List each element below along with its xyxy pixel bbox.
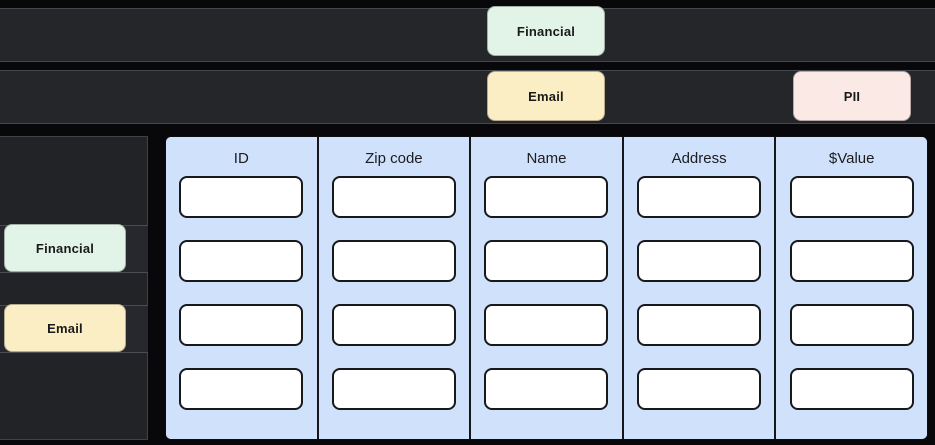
column-cells-name (471, 176, 622, 410)
table-cell[interactable] (789, 240, 914, 282)
table-cell[interactable] (637, 304, 762, 346)
column-header-id: ID (233, 150, 249, 167)
chip-pii-row2[interactable]: PII (793, 71, 911, 121)
sidebar-chip-financial[interactable]: Financial (4, 224, 126, 272)
table-column-id: ID (166, 137, 319, 439)
table-cell[interactable] (179, 304, 304, 346)
table-cell[interactable] (637, 240, 762, 282)
table-column-value: $Value (776, 137, 927, 439)
table-column-address: Address (623, 137, 777, 439)
top-row-2 (0, 70, 935, 124)
chip-financial-row1[interactable]: Financial (487, 6, 605, 56)
column-header-value: $Value (828, 150, 875, 167)
column-cells-id (166, 176, 317, 410)
table-cell[interactable] (789, 304, 914, 346)
column-header-address: Address (671, 150, 727, 167)
table-cell[interactable] (331, 176, 456, 218)
sidebar-panel (0, 136, 148, 440)
table-cell[interactable] (331, 304, 456, 346)
data-table: ID Zip code Name (165, 136, 928, 440)
table-cell[interactable] (179, 368, 304, 410)
table-cell[interactable] (484, 304, 609, 346)
table-cell[interactable] (637, 368, 762, 410)
column-header-name: Name (526, 150, 567, 167)
top-row-1 (0, 8, 935, 62)
table-cell[interactable] (331, 240, 456, 282)
column-cells-value (776, 176, 927, 410)
column-cells-zip-code (319, 176, 470, 410)
table-cell[interactable] (789, 368, 914, 410)
chip-email-row2[interactable]: Email (487, 71, 605, 121)
sidebar-chip-email[interactable]: Email (4, 304, 126, 352)
table-column-name: Name (471, 137, 624, 439)
table-cell[interactable] (179, 176, 304, 218)
table-column-zip-code: Zip code (318, 137, 472, 439)
column-cells-address (624, 176, 775, 410)
table-cell[interactable] (637, 176, 762, 218)
table-cell[interactable] (331, 368, 456, 410)
table-cell[interactable] (179, 240, 304, 282)
table-cell[interactable] (484, 368, 609, 410)
table-cell[interactable] (484, 240, 609, 282)
table-cell[interactable] (789, 176, 914, 218)
column-header-zip-code: Zip code (365, 150, 423, 167)
table-cell[interactable] (484, 176, 609, 218)
